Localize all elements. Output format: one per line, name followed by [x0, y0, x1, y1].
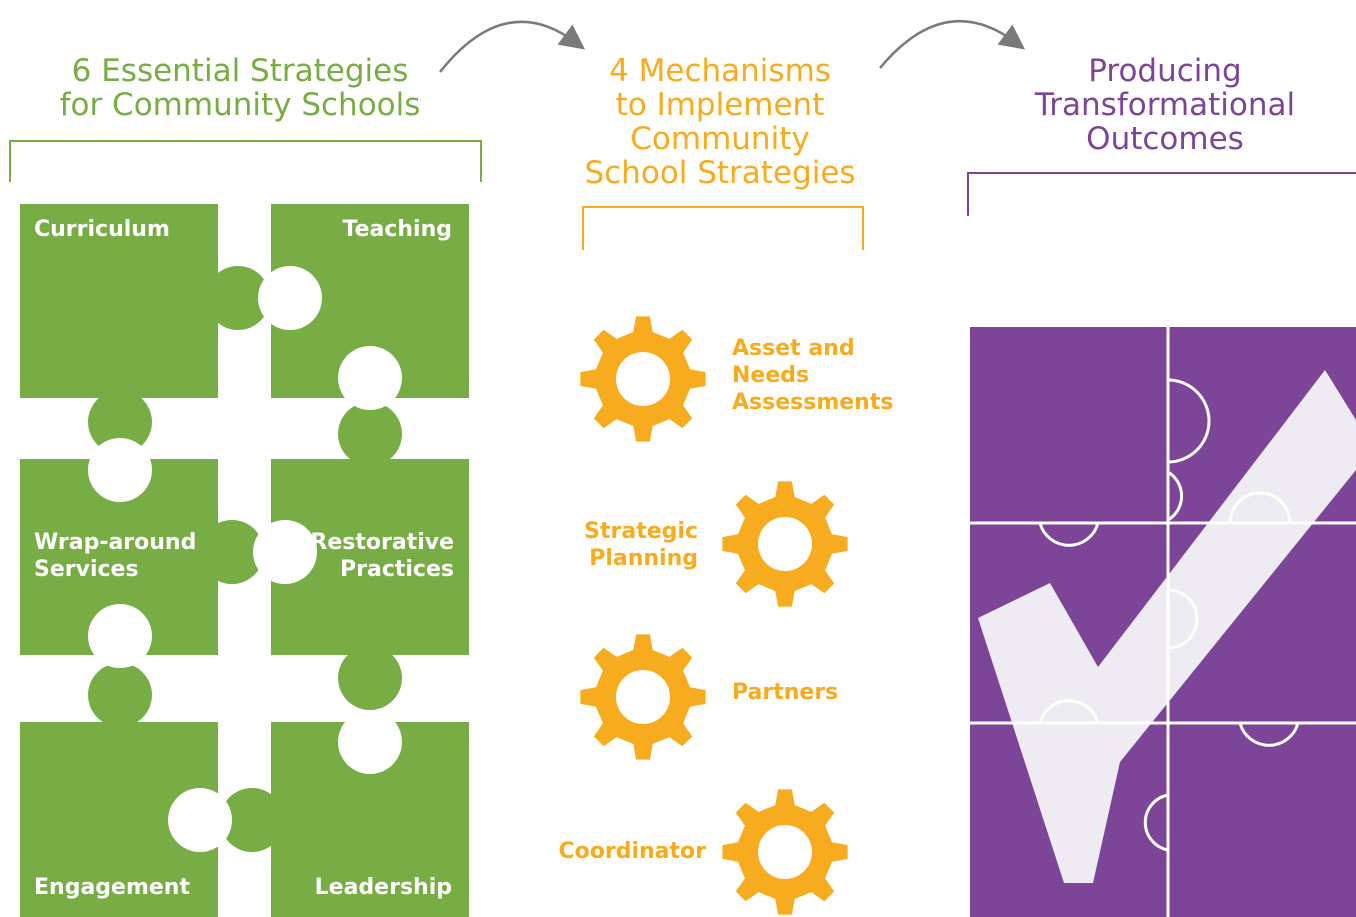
- label-assessments: Asset and Needs Assessments: [732, 335, 893, 416]
- strategies-bracket: [9, 140, 482, 182]
- puzzle-piece-curriculum: [20, 204, 218, 398]
- label-restorative-line-1: Restorative: [310, 530, 454, 555]
- outcomes-bracket: [967, 172, 1356, 216]
- label-teaching-text: Teaching: [342, 217, 452, 242]
- mechanisms-heading: 4 Mechanisms to Implement Community Scho…: [550, 54, 890, 190]
- outcomes-heading-line-2: Transformational: [1034, 87, 1296, 123]
- label-planning-line-2: Planning: [589, 546, 698, 571]
- strategies-heading: 6 Essential Strategies for Community Sch…: [20, 54, 460, 122]
- label-engagement: Engagement: [34, 874, 190, 901]
- label-restorative: Restorative Practices: [300, 529, 454, 583]
- label-assessments-line-2: Needs: [732, 363, 810, 388]
- label-wraparound-line-2: Services: [34, 557, 139, 582]
- label-partners-text: Partners: [732, 680, 839, 705]
- mechanisms-heading-line-2: to Implement: [615, 87, 825, 123]
- label-teaching: Teaching: [300, 216, 452, 243]
- label-planning-line-1: Strategic: [584, 519, 698, 544]
- label-assessments-line-3: Assessments: [732, 390, 894, 415]
- label-restorative-line-2: Practices: [340, 557, 454, 582]
- gear-hole: [758, 517, 812, 571]
- label-engagement-text: Engagement: [34, 875, 190, 900]
- label-partners: Partners: [732, 679, 838, 706]
- mechanisms-heading-line-4: School Strategies: [584, 155, 856, 191]
- arrow-strategies-to-mechanisms: [439, 20, 586, 73]
- label-wraparound: Wrap-around Services: [34, 529, 196, 583]
- label-wraparound-line-1: Wrap-around: [34, 530, 197, 555]
- label-planning: Strategic Planning: [570, 518, 698, 572]
- strategies-puzzle: [20, 204, 469, 917]
- arrow-mechanisms-to-outcomes: [879, 20, 1026, 69]
- label-leadership: Leadership: [300, 874, 452, 901]
- gear-hole: [616, 352, 670, 406]
- label-coordinator-text: Coordinator: [558, 839, 706, 864]
- mechanisms-heading-line-3: Community: [630, 121, 810, 157]
- gear-icon-partners: [580, 634, 706, 760]
- outcomes-heading-line-3: Outcomes: [1086, 121, 1244, 157]
- mechanisms-heading-line-1: 4 Mechanisms: [609, 53, 831, 89]
- label-curriculum: Curriculum: [34, 216, 170, 243]
- gear-icon-planning: [722, 481, 848, 607]
- label-leadership-text: Leadership: [314, 875, 452, 900]
- mechanisms-bracket: [582, 206, 864, 250]
- label-coordinator: Coordinator: [540, 838, 706, 865]
- strategies-heading-line-2: for Community Schools: [59, 87, 421, 123]
- gear-hole: [616, 670, 670, 724]
- gear-icon-assessments: [580, 316, 706, 442]
- outcomes-heading: Producing Transformational Outcomes: [1000, 54, 1330, 156]
- outcomes-puzzle: [970, 327, 1356, 917]
- label-curriculum-text: Curriculum: [34, 217, 170, 242]
- strategies-heading-line-1: 6 Essential Strategies: [71, 53, 409, 89]
- gear-hole: [758, 825, 812, 879]
- outcomes-heading-line-1: Producing: [1088, 53, 1242, 89]
- label-assessments-line-1: Asset and: [732, 336, 855, 361]
- gear-icon-coordinator: [722, 789, 848, 915]
